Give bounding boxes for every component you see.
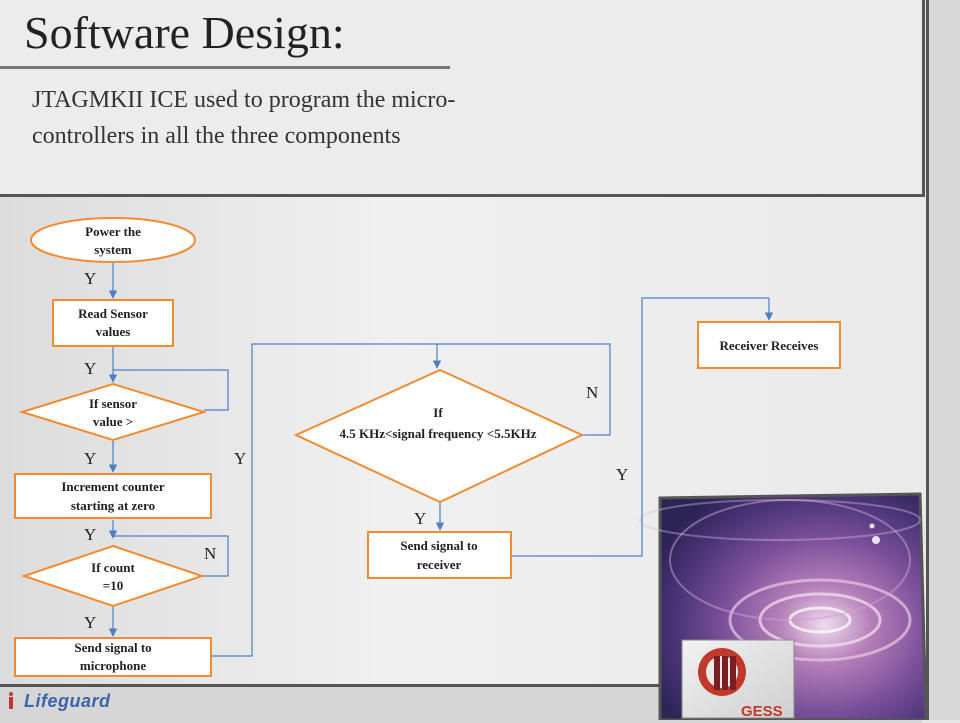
node-read-sensor: Read Sensor values [52, 299, 174, 347]
flowchart-connectors [108, 262, 774, 657]
svg-text:system: system [94, 242, 132, 257]
svg-text:values: values [96, 324, 131, 339]
edge-label-freq-loop: N [586, 383, 598, 402]
svg-text:starting at zero: starting at zero [71, 498, 155, 513]
edge-label-send-to-receiver: Y [616, 465, 628, 484]
edge-label-power-read: Y [84, 269, 96, 288]
node-if-count: If count =10 [20, 544, 206, 608]
edge-label-ifcount-loop: N [204, 544, 216, 563]
node-receiver-receives: Receiver Receives [697, 321, 841, 369]
svg-text:Send signal to: Send signal to [74, 640, 151, 655]
lifeguard-logo: Lifeguard [24, 691, 111, 711]
edge-label-increment-ifcount: Y [84, 525, 96, 544]
svg-text:Read Sensor: Read Sensor [78, 306, 148, 321]
edge-label-ifsensor-increment: Y [84, 449, 96, 468]
node-send-receiver: Send signal to receiver [367, 531, 512, 579]
svg-text:value >: value > [93, 414, 133, 429]
svg-text:If count: If count [91, 560, 135, 575]
node-increment-counter: Increment counter starting at zero [14, 473, 212, 519]
node-if-sensor: If sensor value > [18, 382, 208, 442]
svg-text:If: If [433, 405, 443, 420]
lifeguard-logo-icon [9, 692, 13, 709]
title-divider [0, 66, 450, 69]
page-title: Software Design: [24, 7, 345, 58]
svg-text:If sensor: If sensor [89, 396, 137, 411]
svg-text:microphone: microphone [80, 658, 146, 673]
edge-label-read-ifsensor: Y [84, 359, 96, 378]
subtitle: JTAGMKII ICE used to program the micro-c… [32, 87, 456, 149]
node-power-system: Power the system [30, 217, 196, 263]
gess-logo-text: GESS [741, 703, 783, 720]
svg-text:Increment counter: Increment counter [61, 479, 165, 494]
svg-text:=10: =10 [103, 578, 123, 593]
svg-text:Send signal to: Send signal to [400, 538, 477, 553]
svg-text:receiver: receiver [417, 557, 462, 572]
svg-text:4.5 KHz<signal frequency <5.5K: 4.5 KHz<signal frequency <5.5KHz [340, 426, 537, 441]
svg-text:Power the: Power the [85, 224, 141, 239]
edge-label-freq-send: Y [414, 509, 426, 528]
gess-logo-badge: GESS [681, 639, 795, 720]
edge-labels: Y Y Y Y N Y Y N Y Y [84, 269, 628, 632]
edge-label-ifcount-send: Y [84, 613, 96, 632]
side-strip [926, 0, 960, 720]
node-send-microphone: Send signal to microphone [14, 637, 212, 677]
edge-label-mic-to-freq: Y [234, 449, 246, 468]
svg-text:Receiver Receives: Receiver Receives [719, 338, 818, 353]
node-if-frequency: If 4.5 KHz<signal frequency <5.5KHz [293, 368, 585, 504]
title-panel [0, 0, 925, 197]
